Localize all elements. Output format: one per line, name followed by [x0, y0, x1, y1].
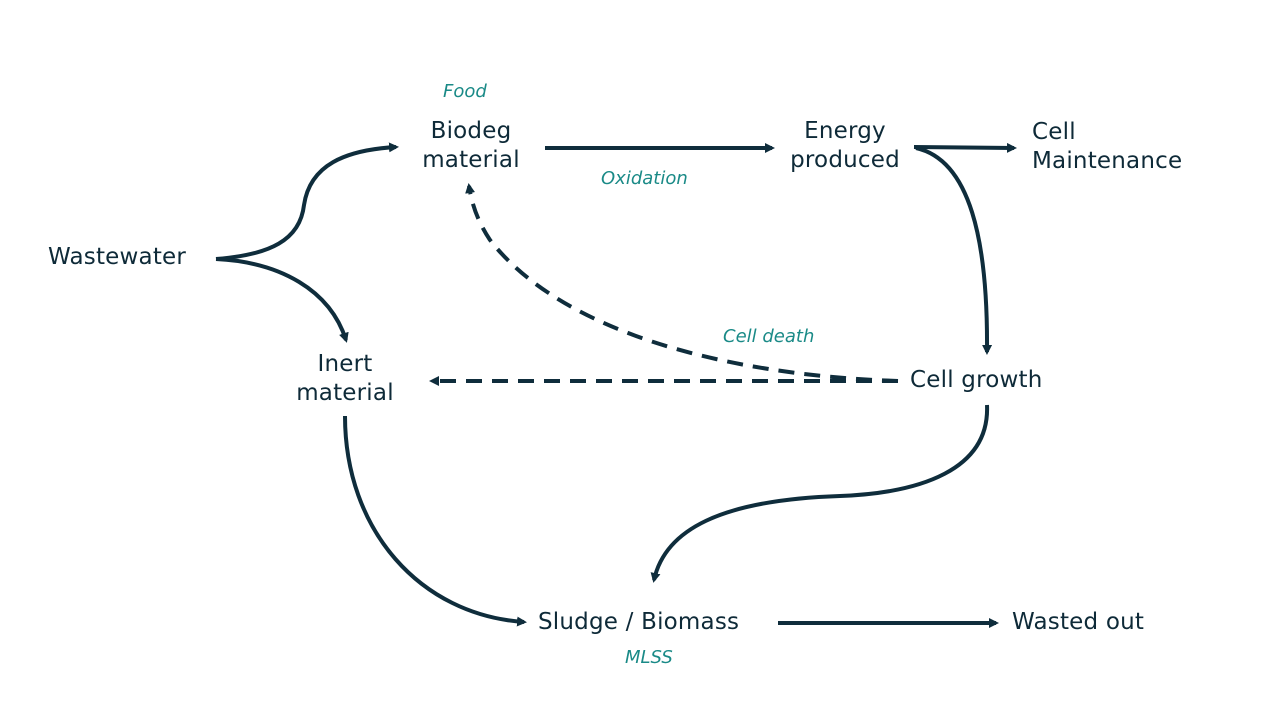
annotation-food: Food	[443, 81, 487, 102]
node-biodeg-material: Biodeg material	[408, 117, 534, 175]
edge-growth-to-biodeg-cell-death	[465, 183, 899, 383]
node-maintenance-line2: Maintenance	[1032, 148, 1183, 174]
node-biodeg-line2: material	[422, 147, 520, 173]
node-inert-material: Inert material	[284, 350, 406, 408]
node-inert-line2: material	[296, 380, 394, 406]
edge-energy-to-growth	[915, 146, 993, 355]
node-biodeg-line1: Biodeg	[430, 118, 512, 144]
annotation-oxidation: Oxidation	[601, 168, 688, 189]
node-cell-maintenance: Cell Maintenance	[1032, 118, 1182, 176]
node-wasted-out: Wasted out	[1012, 608, 1144, 637]
node-sludge-biomass: Sludge / Biomass	[538, 608, 739, 637]
node-cell-growth: Cell growth	[910, 366, 1043, 395]
annotation-cell-death: Cell death	[723, 326, 815, 347]
node-cell-growth-label: Cell growth	[910, 367, 1043, 393]
node-wastewater: Wastewater	[48, 243, 186, 272]
node-energy-line1: Energy	[804, 118, 886, 144]
edge-wastewater-to-biodeg	[215, 142, 399, 261]
node-wastewater-label: Wastewater	[48, 244, 187, 270]
node-maintenance-line1: Cell	[1032, 119, 1076, 145]
annotation-mlss: MLSS	[625, 647, 673, 668]
edge-wastewater-to-inert	[215, 257, 349, 343]
edge-growth-to-sludge	[650, 404, 990, 583]
node-energy-produced: Energy produced	[778, 117, 912, 175]
node-wasted-label: Wasted out	[1012, 609, 1145, 635]
node-sludge-label: Sludge / Biomass	[538, 609, 740, 635]
edge-inert-to-sludge	[343, 415, 527, 627]
node-energy-line2: produced	[790, 147, 900, 173]
edge-energy-to-maintenance	[913, 142, 1017, 153]
node-inert-line1: Inert	[317, 351, 373, 377]
